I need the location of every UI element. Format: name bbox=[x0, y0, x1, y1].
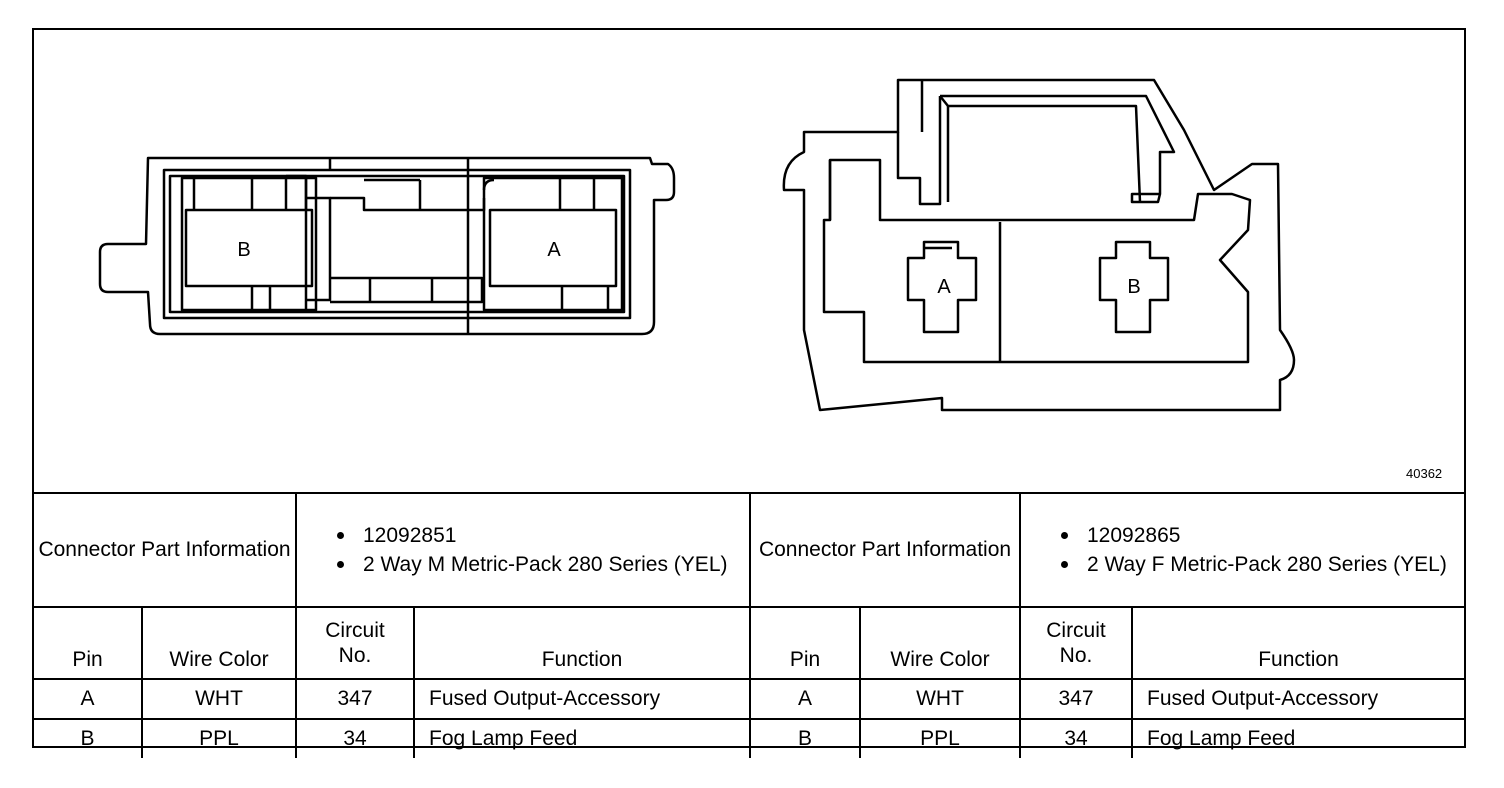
male-cavity-label-a: A bbox=[547, 239, 561, 261]
right-header-function: Function bbox=[1130, 606, 1465, 680]
right-wire-color-cell: WHT bbox=[859, 678, 1021, 720]
male-connector-outline bbox=[98, 156, 676, 336]
right-part-number: 12092865 bbox=[1061, 523, 1464, 548]
left-info-label: Connector Part Information bbox=[34, 492, 297, 608]
bullet-icon bbox=[1061, 531, 1068, 539]
right-function-cell: Fog Lamp Feed bbox=[1130, 718, 1465, 758]
table-row: B PPL 34 Fog Lamp Feed B PPL 34 Fog Lamp… bbox=[34, 718, 1465, 758]
right-part-description: 2 Way F Metric-Pack 280 Series (YEL) bbox=[1061, 552, 1464, 577]
right-function-cell: Fused Output-Accessory bbox=[1130, 678, 1465, 720]
left-part-number: 12092851 bbox=[337, 523, 749, 548]
bullet-icon bbox=[337, 531, 344, 539]
left-circuit-cell: 34 bbox=[295, 718, 415, 758]
left-header-wire-color: Wire Color bbox=[141, 606, 297, 680]
left-part-info: 12092851 2 Way M Metric-Pack 280 Series … bbox=[295, 492, 751, 608]
left-wire-color-cell: PPL bbox=[141, 718, 297, 758]
right-pin-cell: A bbox=[749, 678, 861, 720]
table-row: A WHT 347 Fused Output-Accessory A WHT 3… bbox=[34, 678, 1465, 720]
left-circuit-cell: 347 bbox=[295, 678, 415, 720]
right-header-wire-color: Wire Color bbox=[859, 606, 1021, 680]
right-circuit-cell: 34 bbox=[1019, 718, 1133, 758]
bullet-icon bbox=[337, 561, 344, 568]
connector-sheet: B A A B 40362 Connector Part Information… bbox=[32, 28, 1466, 758]
figure-number: 40362 bbox=[1406, 466, 1443, 481]
female-cavity-label-a: A bbox=[937, 276, 951, 298]
female-connector-outline bbox=[782, 78, 1296, 412]
left-function-cell: Fog Lamp Feed bbox=[413, 718, 751, 758]
right-pin-cell: B bbox=[749, 718, 861, 758]
connector-drawings: B A A B bbox=[98, 78, 1296, 412]
left-header-function: Function bbox=[413, 606, 751, 680]
right-wire-color-cell: PPL bbox=[859, 718, 1021, 758]
right-header-pin: Pin bbox=[749, 606, 861, 680]
left-pin-cell: A bbox=[34, 678, 143, 720]
male-cavity-label-b: B bbox=[237, 239, 250, 261]
left-wire-color-cell: WHT bbox=[141, 678, 297, 720]
left-function-cell: Fused Output-Accessory bbox=[413, 678, 751, 720]
bullet-icon bbox=[1061, 561, 1068, 568]
connector-info-table: Connector Part Information 12092851 2 Wa… bbox=[34, 492, 1465, 758]
right-info-label: Connector Part Information bbox=[749, 492, 1021, 608]
right-part-info: 12092865 2 Way F Metric-Pack 280 Series … bbox=[1018, 492, 1465, 608]
left-pin-cell: B bbox=[34, 718, 143, 758]
female-cavity-label-b: B bbox=[1127, 276, 1140, 298]
left-header-circuit: Circuit No. bbox=[295, 606, 415, 680]
right-circuit-cell: 347 bbox=[1019, 678, 1133, 720]
right-header-circuit: Circuit No. bbox=[1019, 606, 1133, 680]
left-part-description: 2 Way M Metric-Pack 280 Series (YEL) bbox=[337, 552, 749, 577]
left-header-pin: Pin bbox=[34, 606, 143, 680]
